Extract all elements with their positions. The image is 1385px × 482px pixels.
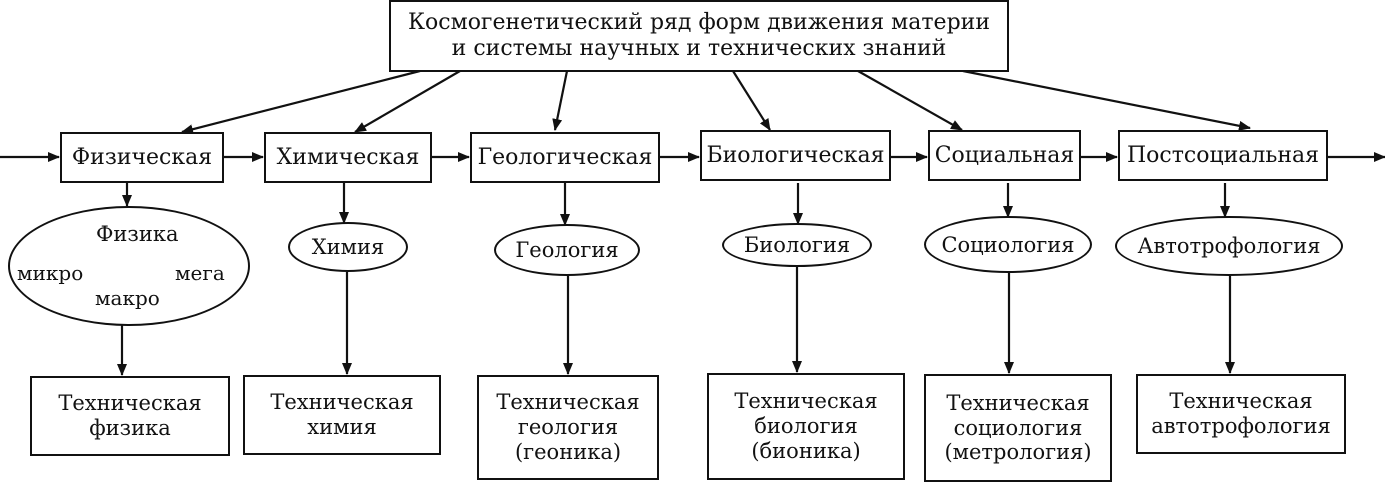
physics-mega-label: мега — [175, 261, 225, 285]
science-geology-label: Геология — [515, 238, 619, 262]
science-physics-ellipse — [8, 206, 250, 326]
technical-geology-box: Техническая геология (геоника) — [477, 375, 659, 480]
technical-chemistry-box: Техническая химия — [243, 375, 441, 455]
technical-geology-line-2: геология — [517, 415, 619, 440]
physics-micro-label: микро — [17, 261, 84, 285]
arrow-title-to-geological — [552, 70, 569, 131]
science-chemistry-label: Химия — [311, 235, 385, 259]
technical-chemistry-line-2: химия — [307, 415, 377, 439]
technical-autotrophology-box: Техническая автотрофология — [1136, 374, 1346, 454]
science-chemistry-ellipse: Химия — [288, 222, 408, 272]
science-sociology-label: Социология — [941, 232, 1075, 257]
technical-autotrophology-line-1: Техническая — [1169, 389, 1313, 414]
form-biological-box: Биологическая — [700, 130, 891, 181]
arrow-title-to-biological — [732, 70, 771, 131]
title-box: Космогенетический ряд форм движения мате… — [389, 0, 1009, 72]
technical-biology-line-1: Техническая — [734, 389, 878, 414]
technical-biology-box: Техническая биология (бионика) — [707, 373, 905, 480]
science-sociology-ellipse: Социология — [924, 216, 1092, 273]
form-physical-label: Физическая — [71, 144, 213, 170]
form-postsocial-label: Постсоциальная — [1126, 142, 1320, 168]
technical-physics-line-1: Техническая — [58, 391, 202, 416]
form-biological-label: Биологическая — [706, 142, 885, 168]
science-biology-label: Биология — [743, 233, 851, 257]
title-line-1: Космогенетический ряд форм движения мате… — [407, 10, 990, 36]
technical-sociology-box: Техническая социология (метрология) — [924, 374, 1112, 482]
technical-geology-line-3: (геоника) — [514, 439, 622, 464]
technical-biology-line-2: биология — [754, 414, 858, 439]
technical-sociology-line-2: социология — [953, 415, 1083, 440]
form-postsocial-box: Постсоциальная — [1118, 130, 1328, 181]
form-physical-box: Физическая — [60, 132, 224, 183]
form-social-label: Социальная — [934, 142, 1075, 168]
science-biology-ellipse: Биология — [722, 223, 872, 267]
technical-geology-line-1: Техническая — [496, 390, 640, 415]
technical-chemistry-line-1: Техническая — [270, 390, 414, 415]
science-physics-label: Физика — [96, 222, 179, 246]
arrow-title-to-social — [857, 70, 963, 131]
science-autotrophology-ellipse: Автотрофология — [1115, 216, 1343, 276]
technical-physics-box: Техническая физика — [30, 376, 230, 456]
arrow-title-to-postsocial — [962, 69, 1251, 131]
form-geological-box: Геологическая — [470, 132, 660, 183]
form-geological-label: Геологическая — [477, 144, 653, 170]
technical-sociology-line-1: Техническая — [946, 390, 1090, 415]
science-geology-ellipse: Геология — [494, 224, 640, 276]
physics-macro-label: макро — [95, 286, 160, 310]
title-line-2: и системы научных и технических знаний — [451, 36, 947, 61]
arrow-title-to-physical — [181, 69, 421, 135]
technical-autotrophology-line-2: автотрофология — [1151, 414, 1331, 438]
form-social-box: Социальная — [928, 130, 1081, 181]
form-chemical-label: Химическая — [276, 144, 420, 170]
arrow-title-to-chemical — [354, 70, 461, 133]
technical-biology-line-3: (бионика) — [751, 438, 861, 463]
science-autotrophology-label: Автотрофология — [1137, 234, 1321, 258]
form-chemical-box: Химическая — [264, 132, 432, 183]
technical-sociology-line-3: (метрология) — [944, 440, 1092, 465]
technical-physics-line-2: физика — [89, 416, 171, 440]
